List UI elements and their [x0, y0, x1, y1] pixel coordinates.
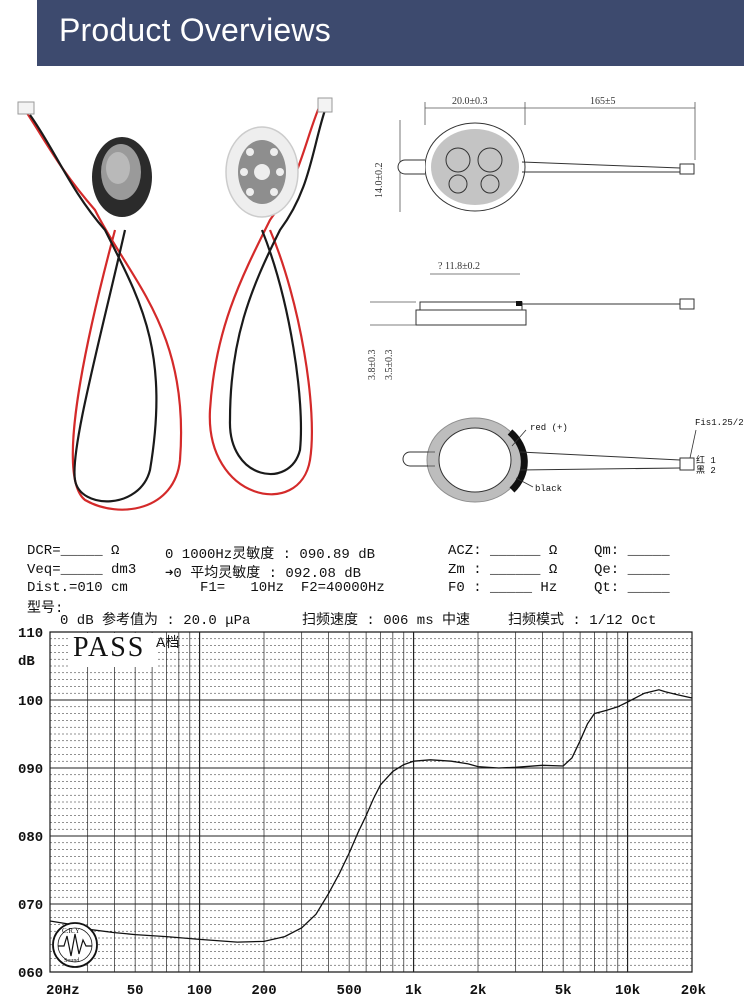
x-tick-label: 100	[187, 983, 212, 999]
dcr-field: DCR=_____ Ω	[27, 543, 120, 559]
x-tick-label: 500	[337, 983, 362, 999]
acz-field: ACZ: ______ Ω	[448, 543, 558, 559]
frequency-response-chart: 110 100 090 080 070 060 20Hz 50 100 200 500 1k 2k 5k…	[18, 626, 706, 999]
f0-field: F0 : _____ Hz	[448, 580, 558, 596]
x-tick-label: 50	[127, 983, 144, 999]
x-axis-ticks: 20Hz 50 100 200 500 1k 2k 5k 10k 20k	[46, 983, 706, 999]
wire-dimension: 165±5	[590, 96, 616, 107]
y-tick-label: 070	[18, 898, 43, 914]
page-title: Product Overviews	[59, 12, 331, 48]
x-tick-label: 2k	[470, 983, 487, 999]
sweep-speed: 扫频速度 : 006 ms 中速	[302, 613, 471, 629]
zm-field: Zm : ______ Ω	[448, 562, 558, 578]
cry-logo: C.R.Y Sound	[52, 922, 98, 968]
y-tick-label: 060	[18, 966, 43, 982]
height-dimension: 14.0±0.2	[374, 163, 385, 199]
y-tick-label: 080	[18, 830, 43, 846]
x-tick-label: 5k	[555, 983, 572, 999]
side-view-drawing: ? 11.8±0.2 3.8±0.3 3.5±0.3	[367, 261, 695, 381]
chart-grid	[49, 631, 693, 973]
response-curve-series	[49, 689, 693, 943]
technical-drawings: 20.0±0.3 165±5 14.0±0.2 ? 11.8±0.2 3.8±0…	[367, 96, 744, 503]
y-axis-ticks: 110 100 090 080 070 060	[18, 626, 43, 982]
pass-stamp-background	[68, 633, 156, 667]
product-photo	[17, 97, 333, 511]
logo-text: C.R.Y	[62, 927, 80, 935]
qe-field: Qe: _____	[594, 562, 670, 578]
top-view-drawing: 20.0±0.3 165±5 14.0±0.2	[374, 96, 696, 212]
pin2-label: 黑 2	[696, 465, 716, 476]
y-axis-unit: dB	[18, 654, 35, 670]
sweep-mode: 扫频模式 : 1/12 Oct	[508, 613, 657, 629]
total-thickness-dimension: 3.8±0.3	[367, 350, 378, 381]
header-banner: Product Overviews	[37, 0, 744, 66]
wiring-view-drawing: red (+) black Fis1.25/2P 红 1 黑 2	[402, 417, 744, 503]
x-tick-label: 10k	[615, 983, 640, 999]
pin1-label: 红 1	[696, 454, 716, 466]
model-field: 型号:	[27, 601, 64, 617]
black-wire-label: black	[535, 484, 562, 494]
x-tick-label: 200	[251, 983, 276, 999]
x-tick-label: 1k	[405, 983, 422, 999]
logo-subtext: Sound	[64, 958, 79, 964]
pass-stamp: PASS	[73, 632, 146, 663]
veq-field: Veq=_____ dm3	[27, 562, 137, 578]
red-wire-label: red (+)	[530, 423, 568, 433]
width-dimension: 20.0±0.3	[452, 96, 488, 107]
x-tick-label: 20Hz	[46, 983, 80, 999]
y-tick-label: 100	[18, 694, 43, 710]
distance-field: Dist.=010 cm	[27, 580, 128, 596]
measurement-parameters: DCR=_____ Ω 0 1000Hz灵敏度 : 090.89 dB ACZ:…	[0, 535, 744, 630]
qt-field: Qt: _____	[594, 580, 670, 596]
sensitivity-1khz: 0 1000Hz灵敏度 : 090.89 dB	[165, 547, 376, 563]
connector-label: Fis1.25/2P	[695, 418, 744, 428]
frequency-range: F1= 10Hz F2=40000Hz	[200, 580, 385, 596]
y-tick-label: 110	[18, 626, 43, 642]
pass-grade: A档	[156, 634, 180, 650]
top-diameter-dimension: ? 11.8±0.2	[438, 261, 480, 272]
y-tick-label: 090	[18, 762, 43, 778]
average-sensitivity: ➜0 平均灵敏度 : 092.08 dB	[165, 566, 362, 582]
reference-level: 0 dB 参考值为 : 20.0 μPa	[60, 613, 251, 629]
x-tick-label: 20k	[681, 983, 706, 999]
qm-field: Qm: _____	[594, 543, 670, 559]
body-thickness-dimension: 3.5±0.3	[384, 350, 395, 381]
